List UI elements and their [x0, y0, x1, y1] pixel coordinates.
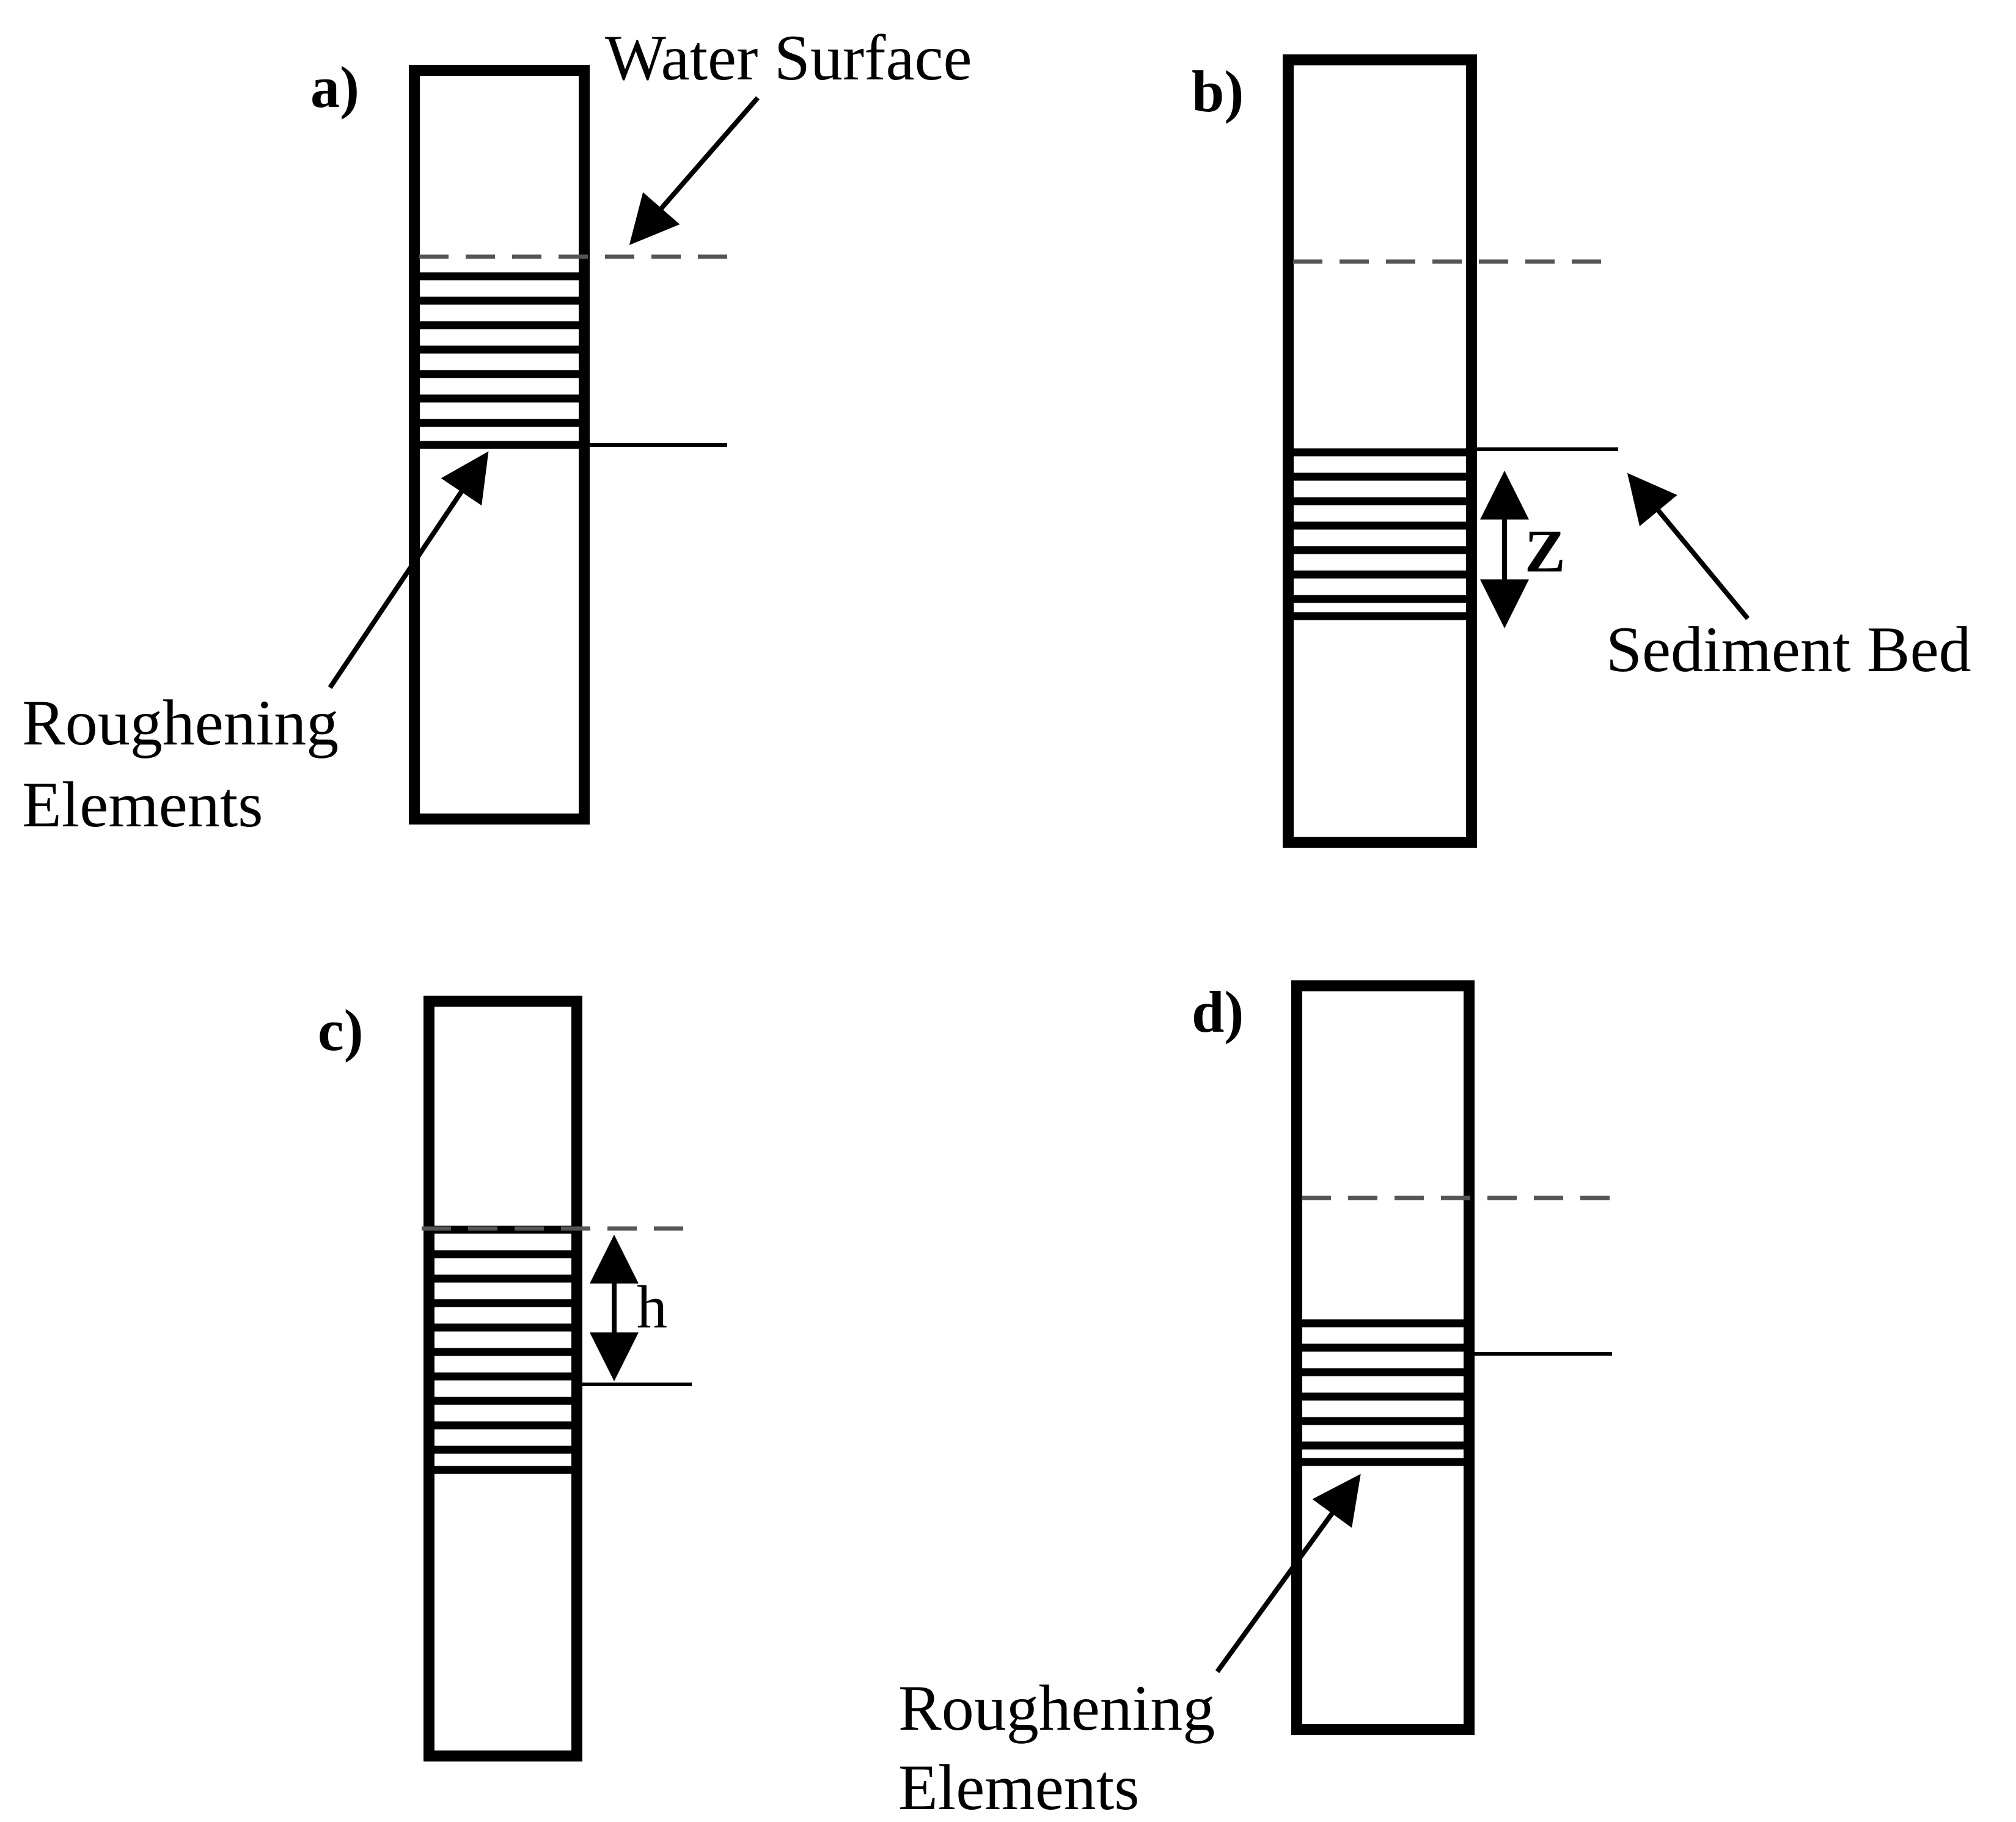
panel-a-label: a): [310, 54, 359, 120]
panel-c-label: c): [318, 997, 364, 1063]
panel-c-roughening-elements: [434, 1225, 572, 1474]
roughening-label-d-line1: Roughening: [898, 1672, 1215, 1744]
roughening-label-a-line2: Elements: [22, 769, 263, 840]
water-surface-label: Water Surface: [605, 22, 972, 94]
panel-d-roughening-elements: [1302, 1319, 1464, 1466]
panel-d: d) Roughening Elements: [898, 979, 1612, 1822]
roughening-label-d-line2: Elements: [898, 1752, 1139, 1822]
panel-d-column: [1291, 980, 1475, 1735]
z-label: Z: [1525, 517, 1566, 585]
panel-b-label: b): [1192, 59, 1244, 124]
sediment-bed-arrow: [1627, 472, 1750, 620]
sediment-bed-label: Sediment Bed: [1606, 614, 1971, 685]
panel-a: a) Water Surface Roughening Elements: [22, 22, 972, 840]
water-surface-arrow: [629, 96, 760, 246]
roughening-arrow-a: [328, 451, 489, 689]
panel-b-roughening-elements: [1293, 448, 1467, 620]
roughening-arrow-d: [1215, 1474, 1361, 1673]
roughening-label-a-line1: Roughening: [22, 687, 339, 759]
panel-d-label: d): [1192, 979, 1244, 1045]
h-label: h: [637, 1273, 667, 1341]
panel-c-column: [423, 996, 582, 1761]
panel-b: b) Z Sediment Bed: [1192, 54, 1971, 848]
panel-c: c) h: [318, 996, 697, 1761]
panel-a-roughening-elements: [419, 272, 579, 449]
